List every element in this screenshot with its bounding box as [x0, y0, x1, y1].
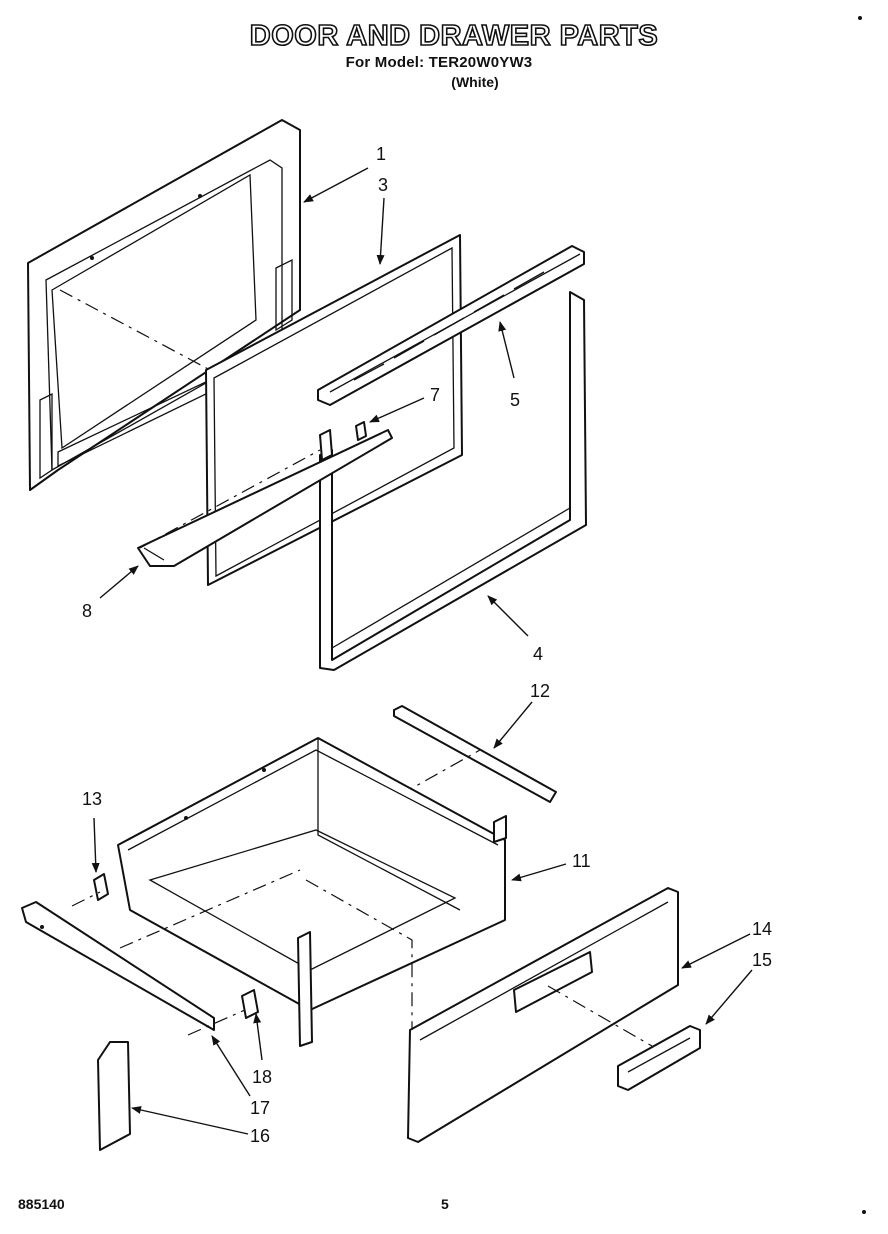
callout-18: 18: [252, 1067, 272, 1087]
leader-line: [681, 933, 751, 969]
part-clip: [355, 421, 367, 441]
callout-3: 3: [378, 175, 388, 195]
callout-8: 8: [82, 601, 92, 621]
part-inner-door-frame: [319, 291, 587, 671]
callout-12: 12: [530, 681, 550, 701]
part-drawer-rail: [393, 705, 557, 803]
leader-line: [91, 817, 100, 873]
registration-mark: [858, 16, 862, 20]
part-drawer-front-panel: [407, 887, 679, 1143]
part-glide-left: [93, 873, 109, 901]
part-support-post: [297, 931, 313, 1047]
part-vent-trim: [317, 245, 585, 406]
alignment-line: [305, 879, 413, 1030]
leader-line: [253, 1013, 263, 1061]
part-handle-support: [137, 429, 393, 567]
leader-line: [211, 1035, 251, 1097]
page-number: 5: [441, 1196, 449, 1212]
callout-17: 17: [250, 1098, 270, 1118]
leader-line: [99, 565, 139, 599]
leader-line: [511, 863, 567, 882]
callout-16: 16: [250, 1126, 270, 1146]
callout-14: 14: [752, 919, 772, 939]
callout-13: 13: [82, 789, 102, 809]
leader-line: [498, 321, 515, 379]
alignment-line: [119, 869, 301, 949]
leader-line: [705, 969, 753, 1025]
part-drawer-side-rail: [21, 901, 215, 1031]
callout-5: 5: [510, 390, 520, 410]
leader-line: [369, 397, 425, 423]
part-glide-right: [241, 989, 259, 1019]
callout-7: 7: [430, 385, 440, 405]
leader-line: [487, 595, 529, 637]
alignment-line: [547, 985, 653, 1047]
color-line: (White): [451, 74, 499, 90]
document-number: 885140: [18, 1196, 65, 1212]
callout-11: 11: [572, 851, 591, 871]
model-line: For Model: TER20W0YW3: [345, 54, 533, 71]
alignment-line: [187, 1009, 246, 1036]
registration-mark: [862, 1210, 866, 1214]
leader-line: [493, 701, 533, 749]
leader-line: [376, 197, 385, 265]
part-drawer-end-cap: [97, 1041, 131, 1151]
leader-line: [131, 1106, 249, 1135]
part-drawer-handle: [617, 1025, 701, 1091]
leader-line: [303, 167, 369, 203]
callout-4: 4: [533, 644, 543, 664]
alignment-line: [139, 449, 321, 549]
callout-15: 15: [752, 950, 772, 970]
part-drawer-body: [117, 737, 507, 1011]
alignment-line: [71, 891, 101, 907]
callout-1: 1: [376, 144, 386, 164]
page-title: DOOR AND DRAWER PARTS: [249, 19, 659, 53]
